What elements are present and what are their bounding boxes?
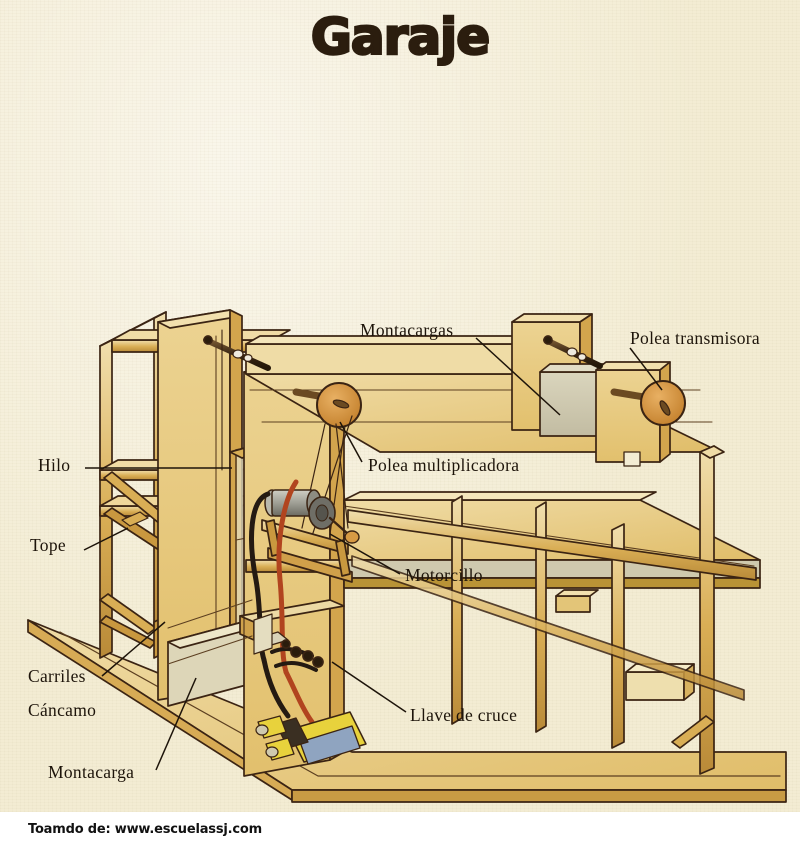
carriles-rails — [167, 599, 253, 665]
leader-polea-transmisora — [629, 347, 663, 391]
leader-motorcillo — [329, 533, 401, 575]
label-cancamo: Cáncamo — [28, 700, 97, 720]
base-board — [27, 619, 787, 803]
leader-polea-multiplicadora — [339, 421, 363, 463]
label-tope: Tope — [30, 535, 66, 555]
label-carriles: Carriles — [28, 666, 86, 686]
page-title: Garaje — [310, 7, 492, 68]
garage-model-illustration — [27, 309, 787, 803]
leader-tope — [83, 527, 129, 551]
leader-montacargas — [475, 337, 561, 416]
tope-stop — [121, 511, 149, 527]
polea-transmisora-pulley — [640, 380, 686, 426]
battery-pack — [255, 711, 367, 765]
polea-multiplicadora-pulley — [316, 382, 362, 428]
label-polea-transmisora: Polea transmisora — [630, 328, 761, 348]
source-credit: Toamdo de: www.escuelassj.com — [28, 822, 262, 837]
label-llave-de-cruce: Llave de cruce — [410, 705, 518, 725]
leader-carriles — [101, 621, 166, 677]
llave-de-cruce-switch — [253, 613, 324, 668]
diagonal-ramp-beams — [347, 509, 757, 701]
leader-montacarga — [155, 677, 197, 771]
label-polea-multiplicadora: Polea multiplicadora — [368, 455, 520, 475]
label-motorcillo: Motorcillo — [405, 565, 483, 585]
right-vertical-posts — [451, 445, 725, 775]
leader-lines — [83, 337, 663, 771]
label-montacarga: Montacarga — [48, 762, 135, 782]
footer-bar: Toamdo de: www.escuelassj.com — [0, 812, 800, 864]
label-montacargas: Montacargas — [360, 320, 454, 340]
label-hilo: Hilo — [38, 455, 71, 475]
leader-llave-de-cruce — [331, 661, 407, 713]
